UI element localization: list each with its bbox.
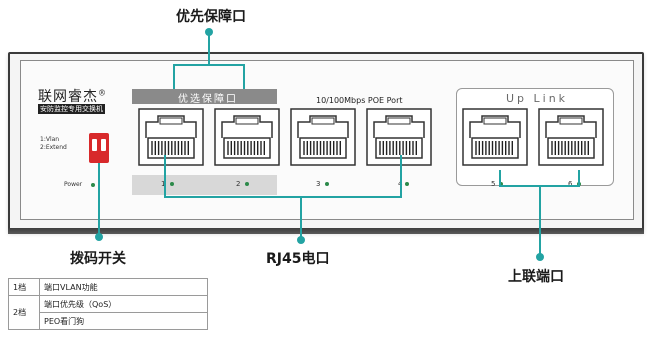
port-number-6: 6 — [568, 180, 573, 188]
callout-dip-switch: 拨码开关 — [70, 251, 126, 267]
brand-logo: 联网睿杰® — [38, 86, 107, 106]
port-number-2: 2 — [236, 180, 241, 188]
callout-line-rj45-right — [400, 155, 402, 197]
table-cell-function: PEO看门狗 — [39, 312, 208, 330]
callout-rj45: RJ45电口 — [266, 251, 330, 267]
port-led-2 — [245, 182, 249, 186]
port-led-1 — [170, 182, 174, 186]
rj45-port-2[interactable] — [214, 108, 280, 166]
callout-uplink-ports: 上联端口 — [508, 269, 564, 285]
callout-line-rj45-v — [300, 196, 302, 238]
dip-toggle-1[interactable] — [92, 139, 97, 151]
callout-priority-port: 优先保障口 — [176, 9, 246, 25]
dip-toggle-2[interactable] — [101, 139, 106, 151]
rj45-port-5[interactable] — [462, 108, 528, 166]
table-cell-function: 端口优先级（QoS） — [39, 295, 208, 313]
brand-subtitle: 安防监控专用交换机 — [38, 104, 105, 114]
port-led-4 — [405, 182, 409, 186]
rj45-port-6[interactable] — [538, 108, 604, 166]
rj45-port-3[interactable] — [290, 108, 356, 166]
poe-port-title: 10/100Mbps POE Port — [316, 96, 403, 105]
brand-name: 联网睿杰 — [38, 89, 98, 105]
priority-port-strip — [132, 175, 277, 195]
uplink-title: Up Link — [506, 92, 569, 105]
table-row: 1档 端口VLAN功能 — [8, 278, 208, 296]
dip-function-table: 1档 端口VLAN功能 2档 端口优先级（QoS） PEO看门狗 — [8, 278, 208, 330]
table-cell-gear: 2档 — [8, 295, 40, 330]
callout-line-priority-l — [173, 64, 175, 89]
callout-line-priority-v — [208, 32, 210, 64]
table-cell-function: 端口VLAN功能 — [39, 278, 208, 296]
port-number-5: 5 — [491, 180, 496, 188]
callout-line-uplink-v — [539, 185, 541, 255]
port-number-3: 3 — [316, 180, 321, 188]
rj45-port-1[interactable] — [138, 108, 204, 166]
callout-dot-dip — [95, 233, 103, 241]
port-number-1: 1 — [161, 180, 165, 188]
rj45-port-4[interactable] — [366, 108, 432, 166]
callout-line-rj45-h — [164, 196, 402, 198]
dip-label-1: 1:Vlan — [40, 136, 60, 143]
table-row: PEO看门狗 — [9, 312, 208, 330]
table-cell-gear: 1档 — [8, 278, 40, 296]
priority-bar-label: 优选保障口 — [178, 94, 238, 105]
registered-mark: ® — [98, 88, 107, 98]
switch-base — [8, 228, 644, 234]
power-led — [91, 183, 95, 187]
callout-line-uplink-left — [499, 170, 501, 186]
callout-line-rj45-left — [164, 155, 166, 197]
port-led-3 — [325, 182, 329, 186]
dip-switch[interactable] — [89, 133, 109, 163]
callout-dot-uplink — [536, 253, 544, 261]
dip-label-2: 2:Extend — [40, 144, 67, 151]
power-label: Power — [64, 181, 83, 188]
port-led-5 — [499, 182, 503, 186]
callout-dot-rj45 — [297, 236, 305, 244]
table-row: 2档 端口优先级（QoS） — [8, 295, 208, 330]
callout-line-priority-r — [243, 64, 245, 89]
priority-port-bar: 优选保障口 — [132, 89, 277, 105]
callout-line-dip — [98, 163, 100, 235]
callout-line-priority-h — [173, 64, 245, 66]
callout-line-uplink-right — [578, 170, 580, 186]
